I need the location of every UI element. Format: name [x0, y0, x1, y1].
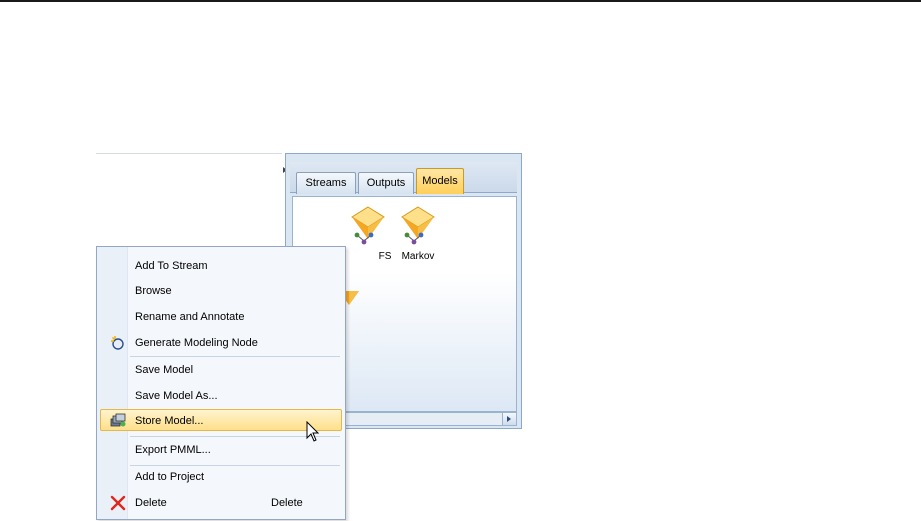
generate-icon: [111, 336, 124, 350]
menu-item-label: Add To Stream: [135, 260, 208, 272]
model-nugget-fs[interactable]: FS: [333, 205, 403, 262]
context-menu: Add To Stream Browse Rename and Annotate…: [96, 246, 346, 520]
mouse-pointer-icon: [306, 421, 320, 442]
menu-item-browse[interactable]: Browse: [100, 280, 342, 302]
menu-separator: [130, 356, 340, 357]
menu-item-add-to-project[interactable]: Add to Project: [100, 466, 342, 488]
menu-icon-gutter: [97, 247, 128, 519]
menu-item-save-model-as[interactable]: Save Model As...: [100, 385, 342, 407]
menu-item-label: Save Model: [135, 364, 194, 376]
menu-item-label: Browse: [135, 285, 172, 297]
menu-item-add-to-stream[interactable]: Add To Stream: [100, 255, 342, 277]
model-label-fs: FS: [378, 251, 392, 262]
scroll-right-button[interactable]: [502, 413, 516, 425]
tab-streams[interactable]: Streams: [296, 172, 356, 194]
stream-canvas-edge: [96, 153, 282, 154]
delete-x-icon: [110, 495, 126, 511]
menu-item-store-model[interactable]: Store Model...: [100, 409, 342, 431]
menu-item-shortcut: Delete: [271, 497, 303, 509]
store-model-icon: [110, 413, 126, 427]
tab-outputs[interactable]: Outputs: [358, 172, 414, 194]
menu-item-label: Export PMML...: [135, 444, 211, 456]
menu-item-label: Add to Project: [135, 471, 205, 483]
menu-item-label: Delete: [135, 497, 167, 509]
menu-item-delete[interactable]: Delete Delete: [100, 492, 342, 514]
menu-item-label: Store Model...: [135, 415, 204, 427]
model-nugget-icon: [401, 206, 435, 245]
menu-separator: [130, 436, 340, 437]
model-label-markov: Markov: [401, 251, 435, 262]
model-nugget-icon: [351, 206, 385, 245]
horizontal-scrollbar[interactable]: [292, 412, 517, 426]
top-rule: [0, 0, 921, 2]
menu-item-save-model[interactable]: Save Model: [100, 359, 342, 381]
menu-item-export-pmml[interactable]: Export PMML...: [100, 439, 342, 461]
menu-separator: [130, 465, 340, 466]
menu-item-label: Save Model As...: [135, 390, 218, 402]
menu-item-generate-modeling-node[interactable]: Generate Modeling Node: [100, 332, 342, 354]
tab-models[interactable]: Models: [416, 168, 464, 194]
managers-tab-bar: Streams Outputs Models: [290, 162, 517, 194]
menu-item-label: Generate Modeling Node: [135, 337, 258, 349]
tab-streams-label: Streams: [305, 177, 347, 189]
tab-models-label: Models: [422, 175, 458, 187]
tab-outputs-label: Outputs: [366, 177, 406, 189]
model-nugget-markov[interactable]: Markov: [383, 205, 453, 262]
menu-item-rename-and-annotate[interactable]: Rename and Annotate: [100, 306, 342, 328]
menu-item-label: Rename and Annotate: [135, 311, 245, 323]
